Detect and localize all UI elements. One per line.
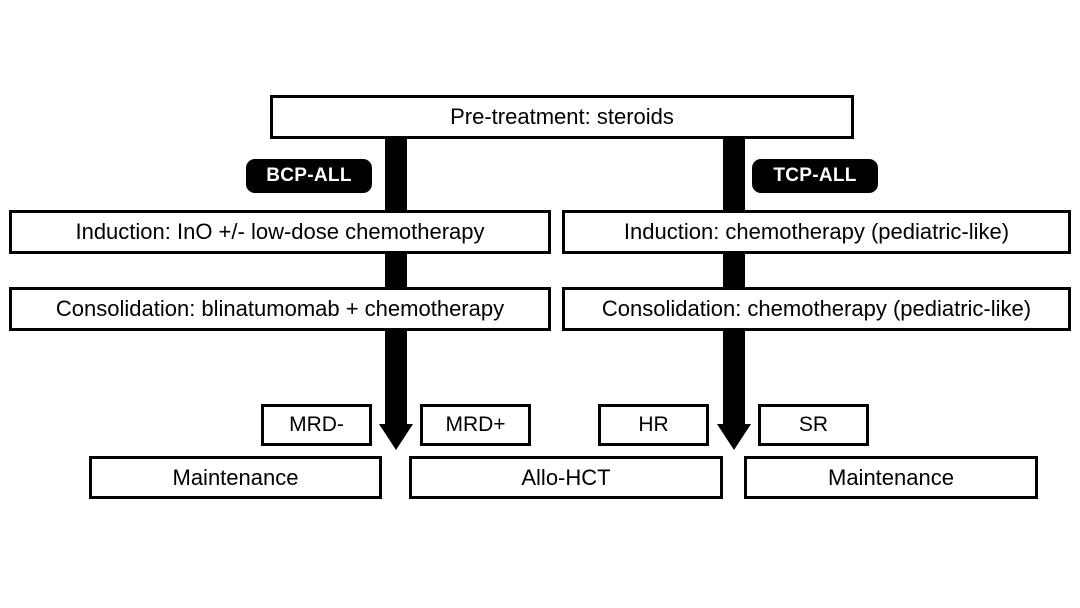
- node-criteria-hr[interactable]: HR: [598, 404, 709, 446]
- node-consolidation-tcp[interactable]: Consolidation: chemotherapy (pediatric-l…: [562, 287, 1071, 331]
- right-branch-arrow: [712, 138, 756, 450]
- node-pretreatment[interactable]: Pre-treatment: steroids: [270, 95, 854, 139]
- node-criteria-sr[interactable]: SR: [758, 404, 869, 446]
- node-consolidation-bcp[interactable]: Consolidation: blinatumomab + chemothera…: [9, 287, 551, 331]
- tag-bcp-all[interactable]: BCP-ALL: [246, 159, 372, 193]
- node-criteria-mrd-positive[interactable]: MRD+: [420, 404, 531, 446]
- right-arrow-head: [717, 424, 751, 450]
- tag-tcp-all[interactable]: TCP-ALL: [752, 159, 878, 193]
- left-arrow-head: [379, 424, 413, 450]
- node-induction-tcp[interactable]: Induction: chemotherapy (pediatric-like): [562, 210, 1071, 254]
- node-outcome-maintenance-right[interactable]: Maintenance: [744, 456, 1038, 499]
- left-branch-arrow: [374, 138, 418, 450]
- node-criteria-mrd-negative[interactable]: MRD-: [261, 404, 372, 446]
- node-outcome-maintenance-left[interactable]: Maintenance: [89, 456, 382, 499]
- node-outcome-allo-hct[interactable]: Allo-HCT: [409, 456, 723, 499]
- left-arrow-shaft: [385, 138, 407, 424]
- right-arrow-shaft: [723, 138, 745, 424]
- node-induction-bcp[interactable]: Induction: InO +/- low-dose chemotherapy: [9, 210, 551, 254]
